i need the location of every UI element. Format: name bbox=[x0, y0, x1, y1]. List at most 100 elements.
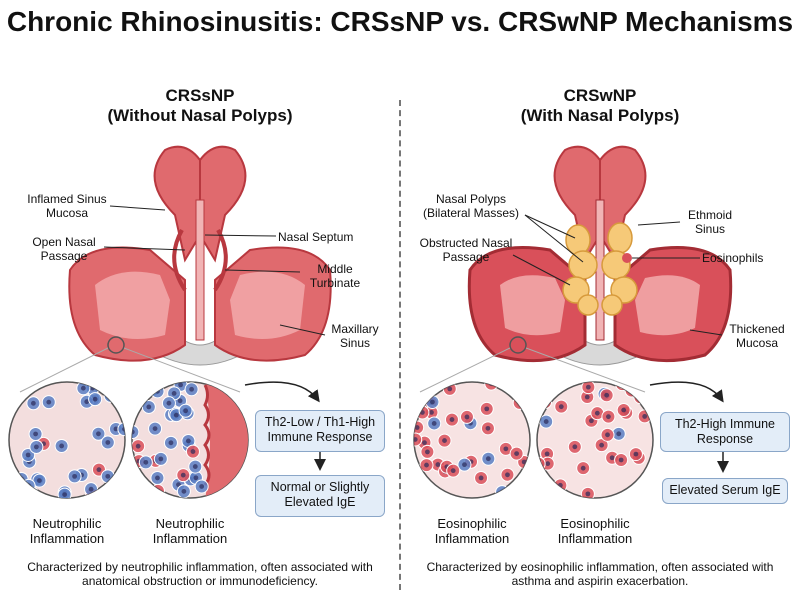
cell-nucleus bbox=[178, 382, 183, 388]
cell-nucleus bbox=[435, 462, 441, 467]
cell-nucleus bbox=[113, 426, 119, 432]
cell-nucleus bbox=[585, 384, 591, 390]
left-heading-subtitle: (Without Nasal Polyps) bbox=[107, 106, 293, 125]
left-circle2-label: Neutrophilic Inflammation bbox=[152, 516, 228, 546]
panel-divider bbox=[399, 100, 401, 590]
cell-nucleus bbox=[462, 462, 467, 468]
cell-nucleus bbox=[542, 399, 548, 405]
cell-nucleus bbox=[464, 414, 470, 420]
cell bbox=[537, 456, 546, 471]
right-ige-box: Elevated Serum IgE bbox=[662, 478, 788, 504]
cell-nucleus bbox=[414, 425, 420, 430]
cell-nucleus bbox=[430, 399, 435, 405]
cell-nucleus bbox=[543, 419, 549, 424]
label-middle-turbinate: Middle Turbinate bbox=[309, 262, 361, 290]
cell-nucleus bbox=[540, 397, 546, 403]
cell-nucleus bbox=[429, 410, 434, 415]
cell bbox=[24, 382, 39, 392]
cell-nucleus bbox=[25, 452, 31, 458]
cell-nucleus bbox=[584, 394, 590, 400]
cell-nucleus bbox=[46, 399, 52, 405]
cell-nucleus bbox=[30, 400, 36, 406]
cell-nucleus bbox=[37, 478, 42, 483]
right-panel-heading: CRSwNP (With Nasal Polyps) bbox=[420, 86, 780, 126]
cell-nucleus bbox=[588, 418, 594, 424]
cell-nucleus bbox=[166, 400, 172, 406]
cell-nucleus bbox=[59, 443, 65, 449]
cell-nucleus bbox=[72, 473, 77, 479]
cell-nucleus bbox=[135, 443, 141, 449]
right-eosinophil-circle bbox=[413, 381, 531, 499]
cell bbox=[414, 386, 422, 401]
cell-nucleus bbox=[447, 386, 453, 392]
cell-nucleus bbox=[604, 392, 610, 398]
cell-nucleus bbox=[609, 455, 615, 461]
cell-nucleus bbox=[431, 421, 437, 426]
cell-nucleus bbox=[545, 461, 551, 467]
cell bbox=[633, 390, 648, 405]
label-maxillary-sinus: Maxillary Sinus bbox=[331, 322, 379, 350]
cell-nucleus bbox=[96, 431, 101, 437]
cell-nucleus bbox=[442, 438, 447, 443]
left-panel-heading: CRSsNP (Without Nasal Polyps) bbox=[20, 86, 380, 126]
cell-nucleus bbox=[514, 451, 520, 456]
cell-nucleus bbox=[92, 396, 98, 402]
right-circle1-label: Eosinophilic Inflammation bbox=[434, 516, 510, 546]
label-septum: Nasal Septum bbox=[278, 230, 354, 244]
cell-nucleus bbox=[618, 457, 624, 463]
cell bbox=[537, 486, 548, 498]
left-tissue-circle bbox=[131, 381, 249, 499]
label-open-passage: Open Nasal Passage bbox=[32, 235, 96, 263]
label-nasal-polyps: Nasal Polyps (Bilateral Masses) bbox=[422, 192, 520, 220]
cell-nucleus bbox=[414, 391, 417, 397]
left-neutrophil-circle bbox=[8, 381, 126, 499]
cell-nucleus bbox=[138, 491, 144, 497]
cell-nucleus bbox=[152, 426, 158, 431]
right-heading-abbrev: CRSwNP bbox=[563, 86, 637, 105]
cell bbox=[9, 391, 23, 406]
cell-nucleus bbox=[84, 399, 90, 405]
left-heading-abbrev: CRSsNP bbox=[165, 86, 235, 105]
cell-nucleus bbox=[192, 464, 198, 469]
cell-nucleus bbox=[422, 440, 427, 446]
cell-nucleus bbox=[638, 394, 643, 400]
cell-nucleus bbox=[449, 417, 455, 422]
cell-nucleus bbox=[424, 462, 429, 468]
cell bbox=[24, 486, 39, 498]
cell-nucleus bbox=[585, 491, 591, 497]
cell-nucleus bbox=[190, 449, 196, 454]
left-sinus-anatomy bbox=[19, 145, 332, 393]
page-title: Chronic Rhinosinusitis: CRSsNP vs. CRSwN… bbox=[6, 6, 794, 37]
cell-nucleus bbox=[29, 490, 35, 496]
cell bbox=[512, 395, 527, 410]
cell bbox=[522, 382, 530, 392]
right-heading-subtitle: (With Nasal Polyps) bbox=[520, 106, 680, 125]
cell-nucleus bbox=[505, 472, 510, 478]
right-caption: Characterized by eosinophilic inflammati… bbox=[426, 560, 774, 588]
cell-nucleus bbox=[33, 431, 38, 437]
cell-nucleus bbox=[642, 414, 648, 419]
cell-nucleus bbox=[143, 459, 149, 465]
cell-nucleus bbox=[527, 382, 530, 388]
cell-nucleus bbox=[485, 425, 491, 431]
cell-nucleus bbox=[594, 410, 600, 416]
cell-nucleus bbox=[599, 442, 605, 448]
right-sinus-anatomy bbox=[419, 145, 733, 393]
cell-nucleus bbox=[181, 488, 187, 494]
cell-nucleus bbox=[183, 408, 189, 414]
cell bbox=[537, 395, 552, 410]
cell bbox=[14, 471, 29, 486]
right-immune-response-box: Th2-High Immune Response bbox=[660, 412, 790, 452]
cell-nucleus bbox=[621, 407, 627, 413]
cell-nucleus bbox=[538, 491, 544, 497]
cell-nucleus bbox=[108, 393, 114, 399]
cell-nucleus bbox=[572, 444, 578, 450]
cell bbox=[21, 478, 36, 493]
cell-nucleus bbox=[171, 390, 177, 396]
cell-nucleus bbox=[105, 473, 111, 479]
cell bbox=[624, 383, 639, 398]
left-caption: Characterized by neutrophilic inflammati… bbox=[27, 560, 373, 588]
cell-nucleus bbox=[96, 467, 102, 473]
label-obstructed-passage: Obstructed Nasal Passage bbox=[419, 236, 513, 264]
